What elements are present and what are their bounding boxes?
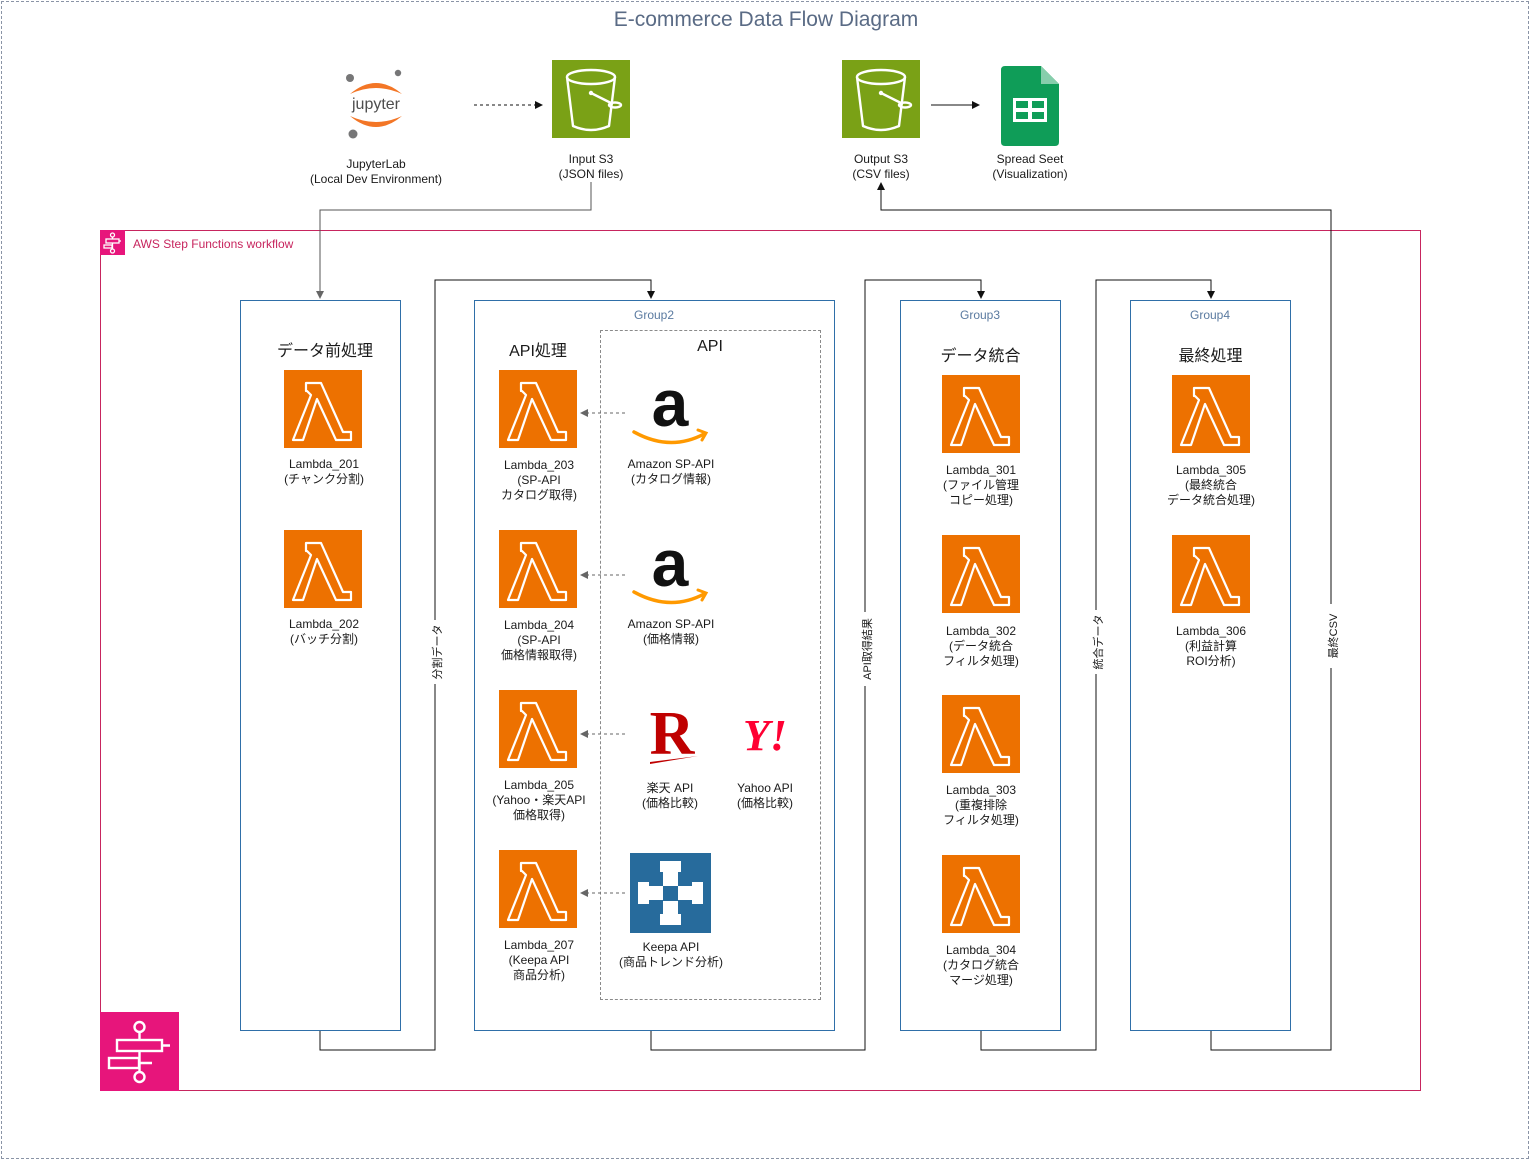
lambda-306-label: Lambda_306 (利益計算 ROI分析) [1175,624,1247,668]
input-s3-icon [552,60,630,138]
amazon-logo-letter: a [652,372,690,440]
group2-name: Group2 [633,308,675,322]
output-s3-label: Output S3 (CSV files) [852,152,910,181]
lambda-203-icon [499,370,577,448]
lambda-303-icon [942,695,1020,773]
amazon-catalog-label: Amazon SP-API (カタログ情報) [627,457,715,486]
api-heading: API [697,338,723,355]
step-functions-small-icon [100,230,125,255]
rakuten-label: 楽天 API (価格比較) [642,781,698,810]
keepa-logo-icon [630,853,711,933]
edge-label-split-data: 分割データ [429,620,445,684]
lambda-302-label: Lambda_302 (データ統合 フィルタ処理) [943,624,1019,668]
group1-heading: データ前処理 [276,343,373,360]
lambda-302-icon [942,535,1020,613]
rakuten-logo-icon: R [644,700,704,768]
lambda-304-icon [942,855,1020,933]
diagram-title: E-commerce Data Flow Diagram [613,8,919,31]
lambda-203-label: Lambda_203 (SP-API カタログ取得) [501,458,577,502]
rakuten-logo-letter: R [650,700,696,768]
lambda-305-label: Lambda_305 (最終統合 データ統合処理) [1167,463,1255,507]
group2-heading: API処理 [509,343,567,360]
step-functions-icon [100,1012,179,1091]
group4-heading: 最終処理 [1178,348,1243,365]
lambda-306-icon [1172,535,1250,613]
lambda-201-label: Lambda_201 (チャンク分割) [284,457,364,486]
jupyter-label: JupyterLab (Local Dev Environment) [309,157,443,186]
group3-heading: データ統合 [940,348,1021,365]
lambda-207-label: Lambda_207 (Keepa API 商品分析) [503,938,575,982]
lambda-303-label: Lambda_303 (重複排除 フィルタ処理) [943,783,1019,827]
jupyter-logo-text: jupyter [351,96,401,113]
lambda-204-icon [499,530,577,608]
edge-label-api-results: API取得結果 [859,612,875,686]
group3-name: Group3 [959,308,1001,322]
lambda-202-label: Lambda_202 (バッチ分割) [288,617,360,646]
amazon-logo-icon-2: a [628,526,712,612]
yahoo-label: Yahoo API (価格比較) [737,781,793,810]
spreadsheet-icon [1001,66,1059,146]
lambda-202-icon [284,530,362,608]
spreadsheet-label: Spread Seet (Visualization) [992,152,1068,181]
lambda-201-icon [284,370,362,448]
amazon-logo-letter-2: a [652,532,690,600]
lambda-205-icon [499,690,577,768]
yahoo-logo-icon: Y! [728,710,802,760]
lambda-301-icon [942,375,1020,453]
lambda-305-icon [1172,375,1250,453]
lambda-205-label: Lambda_205 (Yahoo・楽天API 価格取得) [492,778,586,822]
keepa-label: Keepa API (商品トレンド分析) [619,940,723,969]
lambda-301-label: Lambda_301 (ファイル管理 コピー処理) [943,463,1019,507]
input-s3-label: Input S3 (JSON files) [558,152,624,181]
jupyter-logo: jupyter [340,68,412,142]
yahoo-logo-letter: Y! [743,711,787,760]
amazon-logo-icon: a [628,366,712,452]
group4-name: Group4 [1189,308,1231,322]
edge-label-final-csv: 最終CSV [1325,604,1341,668]
edge-label-merged-data: 統合データ [1090,610,1106,674]
step-functions-label: AWS Step Functions workflow [133,237,294,251]
output-s3-icon [842,60,920,138]
lambda-304-label: Lambda_304 (カタログ統合 マージ処理) [943,943,1019,987]
amazon-price-label: Amazon SP-API (価格情報) [627,617,715,646]
lambda-207-icon [499,850,577,928]
lambda-204-label: Lambda_204 (SP-API 価格情報取得) [501,618,577,662]
step-functions-workflow [100,230,1421,1091]
